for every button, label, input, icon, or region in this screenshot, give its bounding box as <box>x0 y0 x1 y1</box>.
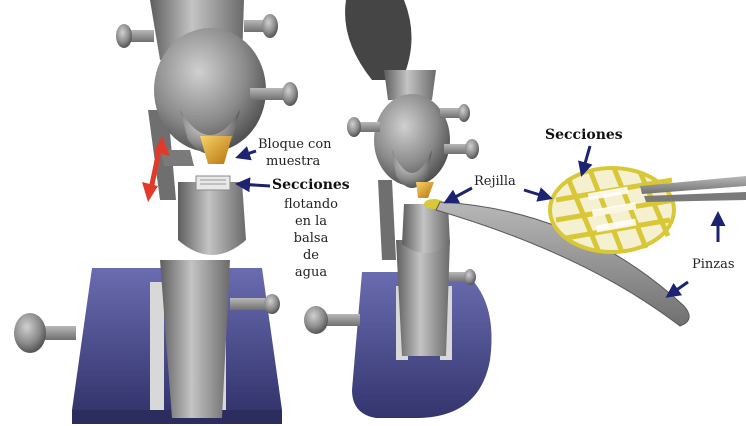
left-knife-holder <box>160 260 230 418</box>
left-head-knob-top-right <box>244 14 278 38</box>
arrow-rejilla-icon <box>446 188 472 202</box>
label-flotando-line: flotando <box>280 196 342 213</box>
arrow-bloque-icon <box>238 151 256 157</box>
label-flotando-line: balsa <box>280 230 342 247</box>
label-flotando-line: de <box>280 247 342 264</box>
left-sample-block <box>200 136 232 164</box>
label-bloque-line1: Bloque con <box>258 136 332 153</box>
arrow-grid-left-icon <box>524 190 550 198</box>
left-head-knob-top-left <box>116 24 154 48</box>
left-specimen-head <box>154 28 266 152</box>
left-knife-block <box>178 182 246 255</box>
label-secciones-right: Secciones <box>545 127 623 144</box>
left-water-boat <box>196 176 230 190</box>
arrow-secciones-left-icon <box>238 184 270 186</box>
middle-base-knob <box>304 306 360 334</box>
label-flotando: flotando en la balsa de agua <box>280 196 342 281</box>
label-bloque-line2: muestra <box>266 153 320 170</box>
label-pinzas: Pinzas <box>692 256 735 273</box>
label-secciones-left: Secciones <box>272 177 350 194</box>
label-rejilla: Rejilla <box>474 173 516 190</box>
left-base-knob <box>14 313 76 353</box>
middle-specimen-arm <box>345 0 411 80</box>
label-flotando-line: en la <box>280 213 342 230</box>
arrow-tweezer-tip-icon <box>668 282 688 296</box>
label-flotando-line: agua <box>280 264 342 281</box>
middle-sample-block <box>416 182 434 198</box>
middle-specimen-head <box>374 94 450 186</box>
left-apparatus <box>14 0 298 424</box>
